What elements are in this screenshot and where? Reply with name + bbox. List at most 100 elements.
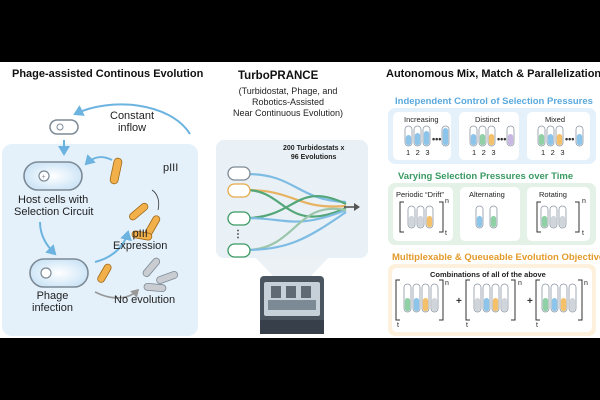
test-tube-icon	[425, 205, 434, 229]
grey-phages	[142, 257, 179, 293]
test-tube-icon	[422, 125, 431, 147]
card-mixed-label: Mixed	[545, 115, 566, 124]
test-tube-icon	[506, 125, 515, 147]
test-tube-icon	[550, 283, 559, 313]
comb2-t: t	[466, 322, 468, 329]
test-tube-icon	[403, 283, 412, 313]
test-tube-icon	[541, 283, 550, 313]
test-tube-icon	[575, 125, 584, 147]
flow-line-7	[245, 211, 347, 252]
plus-2: +	[527, 296, 533, 307]
robot-icon	[260, 276, 324, 334]
bracket-icon	[439, 279, 444, 321]
bracket-icon	[535, 279, 540, 321]
phage-infecting	[97, 263, 112, 283]
mixed-numbers: 123	[541, 148, 571, 157]
test-tube-icon	[478, 125, 487, 147]
svg-text:+: +	[42, 174, 46, 181]
flow-line-4	[245, 194, 347, 220]
test-tube-icon	[416, 205, 425, 229]
svg-text:⋮: ⋮	[233, 229, 243, 240]
card-periodic-label: Periodic “Drift”	[396, 190, 444, 199]
card-increasing-label: Increasing	[404, 115, 439, 124]
bracket-icon	[536, 201, 541, 233]
test-tube-icon	[469, 125, 478, 147]
constant-inflow-label: Constant inflow	[110, 110, 155, 134]
test-tube-icon	[412, 283, 421, 313]
section3-title: Multiplexable & Queueable Evolution Obje…	[392, 252, 600, 263]
bracket-icon	[439, 201, 444, 233]
test-tube-icon	[441, 125, 450, 147]
plus-1: +	[456, 296, 462, 307]
test-tube-icon	[491, 283, 500, 313]
comb3-n: n	[584, 280, 588, 287]
infected-cell	[29, 258, 89, 288]
test-tube-icon	[482, 283, 491, 313]
bracket-icon	[395, 279, 400, 321]
turboprance-title: TurboPRANCE	[238, 70, 319, 82]
card-increasing	[393, 112, 451, 160]
rotating-n: n	[582, 198, 586, 205]
host-cell	[23, 161, 83, 191]
card-alternating-label: Alternating	[469, 190, 505, 199]
test-tube-icon	[430, 283, 439, 313]
test-tube-icon	[546, 125, 555, 147]
turboprance-subtitle: (Turbidostat, Phage, and Robotics-Assist…	[232, 86, 344, 118]
comb2-n: n	[518, 280, 522, 287]
turbidostat-count: 200 Turbidostats x 96 Evolutions	[283, 145, 345, 161]
test-tube-icon	[540, 205, 549, 229]
bracket-icon	[399, 201, 404, 233]
test-tube-icon	[558, 205, 567, 229]
phage-cluster	[129, 202, 161, 241]
piii-label: pIII	[163, 162, 179, 174]
ellipsis-icon: •••	[497, 134, 506, 144]
test-tube-icon	[421, 283, 430, 313]
test-tube-icon	[473, 283, 482, 313]
phage-top	[109, 157, 123, 185]
inflow-arrow	[73, 103, 191, 135]
phage-infection-label: Phage infection	[32, 290, 73, 314]
flow-line-1	[245, 172, 347, 204]
flow-line-3	[245, 188, 347, 218]
ellipsis-icon: •••	[432, 134, 441, 144]
test-tube-icon	[407, 205, 416, 229]
test-tube-icon	[500, 283, 509, 313]
bracket-icon	[575, 201, 580, 233]
section1-title: Independent Control of Selection Pressur…	[395, 96, 593, 107]
test-tube-icon	[568, 283, 577, 313]
test-tube-icon	[487, 125, 496, 147]
flow-line-5	[245, 208, 347, 223]
tube-icons: ••• ••• •••	[395, 125, 584, 321]
periodic-t: t	[445, 230, 447, 237]
test-tube-icon	[404, 125, 413, 147]
test-tube-icon	[413, 125, 422, 147]
card-rotating-label: Rotating	[539, 190, 567, 199]
test-tube-icon	[489, 205, 498, 229]
bracket-icon	[511, 279, 516, 321]
ellipsis-icon: •••	[565, 134, 574, 144]
host-cells-label: Host cells with	[18, 194, 89, 206]
flow-diagram: ⋮	[227, 166, 360, 334]
section2-title: Varying Selection Pressures over Time	[398, 171, 574, 182]
figure-panel: Phage-assisted Continous Evolution	[0, 62, 600, 338]
bracket-icon	[465, 279, 470, 321]
combinations-label: Combinations of all of the above	[430, 270, 546, 279]
autonomous-title: Autonomous Mix, Match & Parallelization	[386, 68, 600, 80]
flow-line-2	[245, 188, 347, 208]
turbidostat-cells	[227, 166, 251, 258]
comb1-t: t	[397, 322, 399, 329]
comb3-t: t	[536, 322, 538, 329]
increasing-numbers: 123	[406, 148, 436, 157]
selection-circuit-label: Selection Circuit	[14, 206, 94, 218]
test-tube-icon	[555, 125, 564, 147]
bracket-icon	[578, 279, 583, 321]
test-tube-icon	[549, 205, 558, 229]
distinct-numbers: 123	[472, 148, 502, 157]
test-tube-icon	[537, 125, 546, 147]
card-distinct-label: Distinct	[475, 115, 500, 124]
test-tube-icon	[475, 205, 484, 229]
test-tube-icon	[559, 283, 568, 313]
pace-title: Phage-assisted Continous Evolution	[12, 68, 204, 80]
no-evolution-label: No evolution	[114, 294, 176, 306]
